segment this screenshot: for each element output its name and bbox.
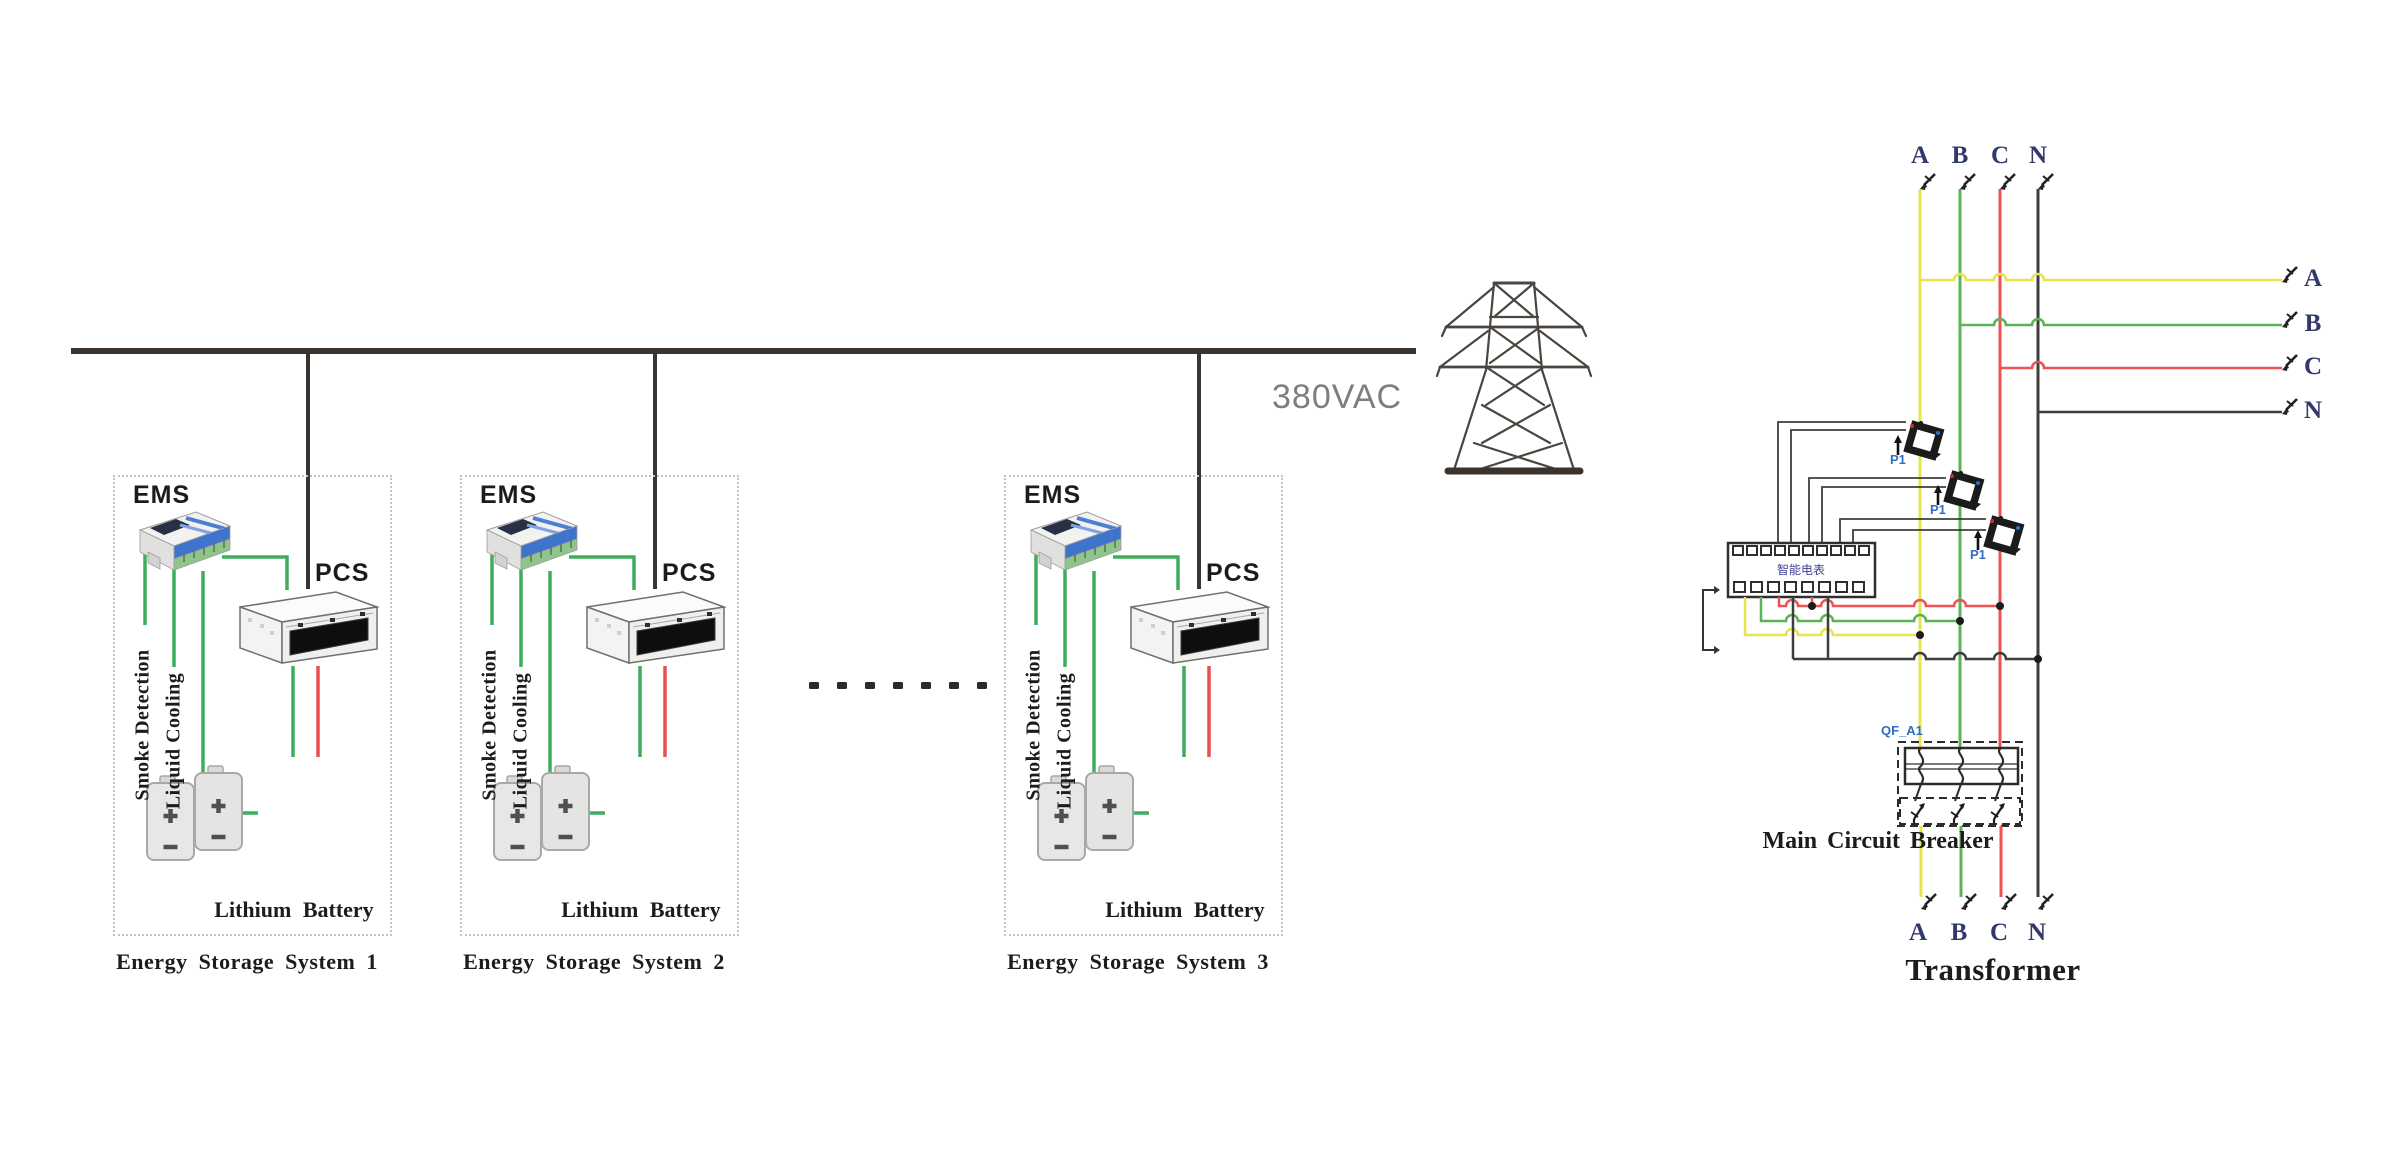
- pcs-label: PCS: [1206, 559, 1261, 587]
- ess-3-box: [1004, 475, 1283, 936]
- pcs-label: PCS: [315, 559, 370, 587]
- feeder-b-label: B: [2304, 310, 2322, 337]
- feeder-a-wire: [1920, 272, 2282, 282]
- ct-secondary-wiring: [1777, 421, 1986, 543]
- smoke-detection-label: Smoke Detection: [1022, 649, 1045, 801]
- lithium-battery-label: Lithium Battery: [1105, 897, 1265, 922]
- smoke-detection-label: Smoke Detection: [131, 649, 154, 801]
- ess-3-caption: Energy Storage System 3: [1007, 949, 1269, 974]
- phase-b-bottom-label: B: [1950, 919, 1968, 946]
- feeder-a-label: A: [2303, 265, 2323, 292]
- lithium-battery-label: Lithium Battery: [561, 897, 721, 922]
- transmission-tower-icon: [1435, 281, 1593, 475]
- lithium-battery-label: Lithium Battery: [214, 897, 374, 922]
- meter-tap-wiring: [1743, 597, 2038, 661]
- phase-n-bottom-label: N: [2027, 919, 2047, 946]
- ct-phase-c-icon: [1988, 516, 2021, 554]
- ess-2-box: [460, 475, 739, 936]
- feeder-b-wire: [1960, 317, 2282, 327]
- phase-b-top-label: B: [1951, 142, 1969, 169]
- phase-n-top-label: N: [2028, 142, 2048, 169]
- ess-2-caption: Energy Storage System 2: [463, 949, 725, 974]
- main-circuit-breaker: [1897, 741, 2023, 827]
- ems-label: EMS: [133, 481, 191, 509]
- main-circuit-breaker-caption: Main Circuit Breaker: [1762, 828, 1994, 854]
- liquid-cooling-label: Liquid Cooling: [509, 672, 532, 810]
- junction-dots: [1808, 602, 2042, 663]
- ess-1-caption: Energy Storage System 1: [116, 949, 378, 974]
- ct-a-p1-label: P1: [1890, 452, 1906, 467]
- ct-phase-b-icon: [1948, 471, 1981, 509]
- liquid-cooling-label: Liquid Cooling: [162, 672, 185, 810]
- liquid-cooling-label: Liquid Cooling: [1053, 672, 1076, 810]
- phase-a-top-label: A: [1910, 142, 1930, 169]
- smoke-detection-label: Smoke Detection: [478, 649, 501, 801]
- ems-label: EMS: [480, 481, 538, 509]
- cable-bundle-bracket: [1702, 589, 1714, 651]
- pcs-label: PCS: [662, 559, 717, 587]
- ess-1-box: [113, 475, 392, 936]
- feeder-n-label: N: [2303, 397, 2323, 424]
- bus-voltage-label: 380VAC: [1272, 378, 1403, 416]
- phase-c-top-label: C: [1990, 142, 2010, 169]
- meter-label: 智能电表: [1776, 563, 1825, 577]
- feeder-c-label: C: [2303, 353, 2323, 380]
- energy-meter: [1726, 541, 1877, 599]
- bracket-tick-bottom: [1714, 646, 1720, 654]
- ellipsis-dots: [809, 682, 987, 689]
- feeder-c-wire: [2000, 360, 2282, 370]
- breaker-id-label: QF_A1: [1881, 723, 1923, 738]
- transformer-caption: Transformer: [1905, 952, 2081, 987]
- bracket-tick-top: [1714, 586, 1720, 594]
- ct-c-p1-label: P1: [1970, 547, 1986, 562]
- terminal-arrows: [1918, 172, 2299, 912]
- ct-phase-a-icon: [1908, 421, 1941, 459]
- phase-c-bottom-label: C: [1989, 919, 2009, 946]
- phase-a-bottom-label: A: [1908, 919, 1928, 946]
- ct-b-p1-label: P1: [1930, 502, 1946, 517]
- ems-label: EMS: [1024, 481, 1082, 509]
